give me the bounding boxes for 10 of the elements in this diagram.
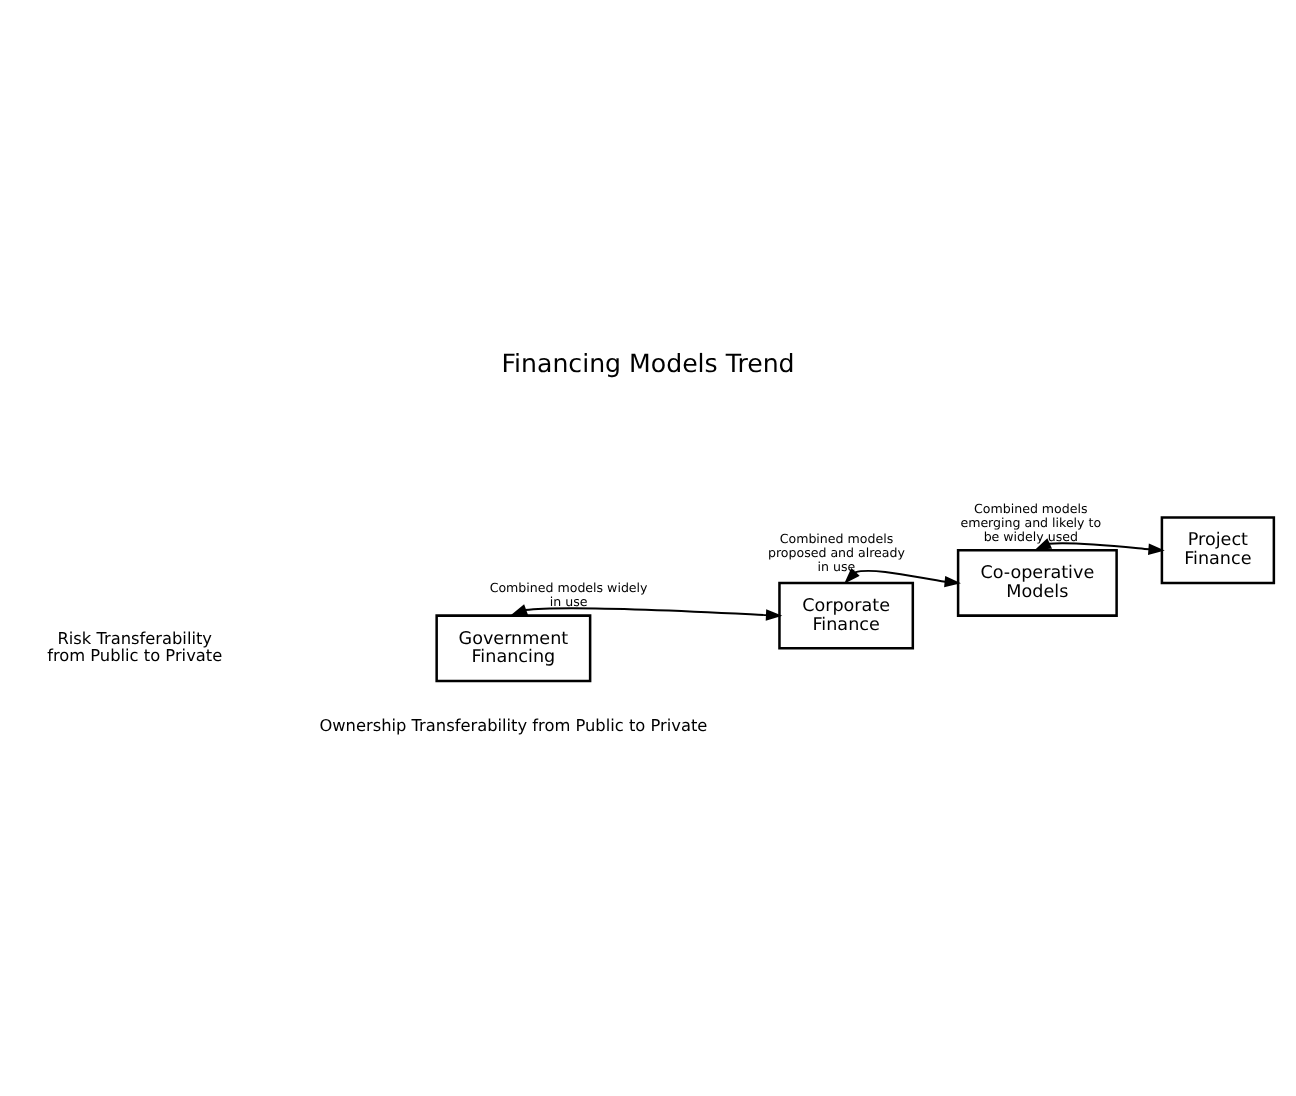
node-box: Corporate Finance [778, 581, 915, 650]
arrow [510, 604, 783, 621]
node-box: Co-operative Models [956, 548, 1118, 617]
arrow [1034, 538, 1165, 555]
arrow [844, 567, 961, 588]
node-box: Project Finance [1160, 516, 1276, 585]
node-box: Government Financing [435, 614, 592, 683]
label: Ownership Transferability from Public to Private [319, 714, 708, 735]
label: Risk Transferability from Public to Private [47, 627, 223, 666]
diagram-title: Financing Models Trend [501, 348, 795, 379]
